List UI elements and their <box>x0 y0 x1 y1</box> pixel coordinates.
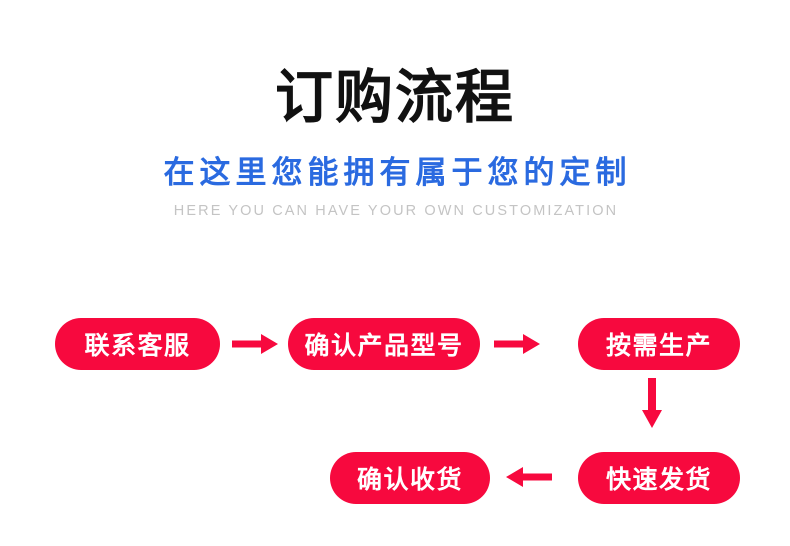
arrow-right-icon <box>494 332 540 356</box>
subtitle-english: HERE YOU CAN HAVE YOUR OWN CUSTOMIZATION <box>173 203 619 219</box>
header-block: 订购流程 在这里您能拥有属于您的定制 HERE YOU CAN HAVE YOU… <box>0 66 790 222</box>
arrow-down-icon <box>640 378 664 428</box>
arrow-left-icon <box>506 465 552 489</box>
flow-step-produce-on-demand[interactable]: 按需生产 <box>578 318 740 370</box>
flow-step-contact[interactable]: 联系客服 <box>55 318 220 370</box>
process-flow-diagram: 联系客服 确认产品型号 按需生产 确认收货 快速发货 <box>0 300 790 546</box>
flow-step-fast-shipping[interactable]: 快速发货 <box>578 452 740 504</box>
page-title: 订购流程 <box>274 65 515 130</box>
flow-step-confirm-receipt[interactable]: 确认收货 <box>330 452 490 504</box>
arrow-right-icon <box>232 332 278 356</box>
flow-step-confirm-model[interactable]: 确认产品型号 <box>288 318 480 370</box>
subtitle-chinese: 在这里您能拥有属于您的定制 <box>163 155 632 190</box>
